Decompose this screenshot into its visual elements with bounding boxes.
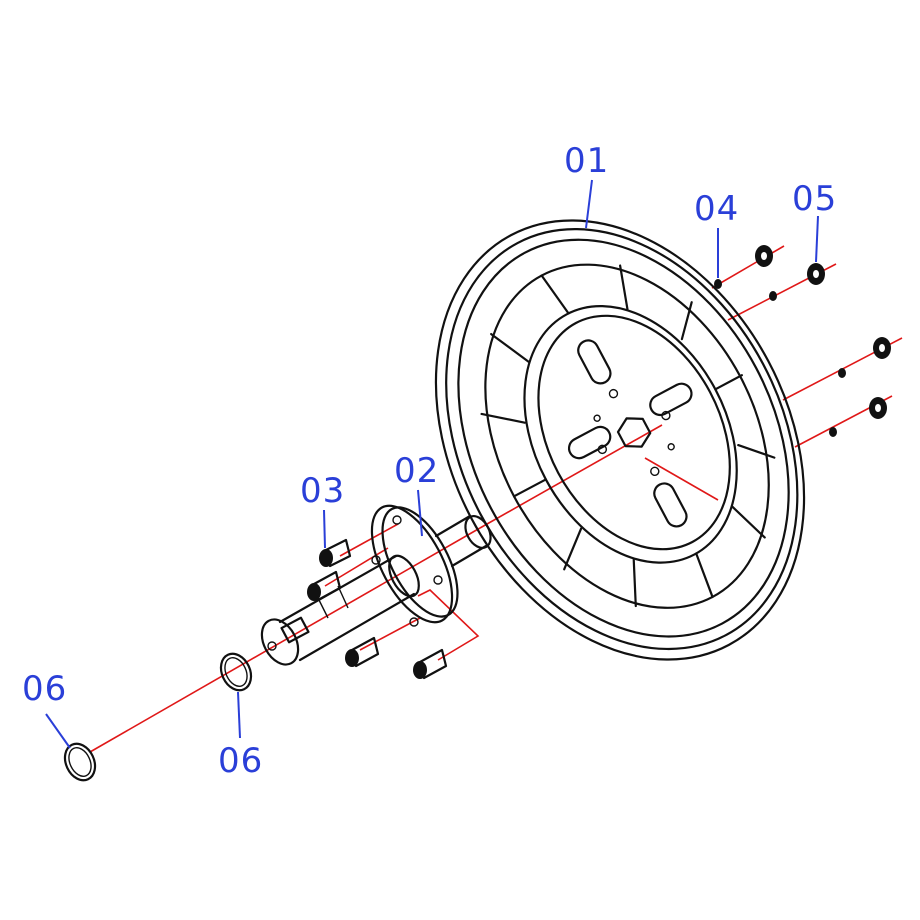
callout-05: 05 [792,179,837,219]
hub-axis-line [479,424,663,529]
wheel-spoke-ring [484,263,770,609]
callout-04: 04 [694,189,739,229]
shaft-stub-end [464,515,492,549]
cap-screw-1 [319,538,352,568]
screw-axis-4 [359,617,421,651]
callout-labels: 01 02 03 04 05 06 06 [22,141,837,781]
leader-01 [585,179,593,229]
shaft-part-02 [260,504,492,666]
leader-05 [815,215,819,263]
washer-2 [769,291,777,301]
shaft-collar [388,554,420,598]
callout-01: 01 [564,141,609,181]
flange-hole-3 [433,575,443,585]
leader-lines [45,179,819,749]
cap-screws-part-03 [307,538,448,680]
wheel-inner-rim [457,238,790,638]
shaft-end-flat [280,616,310,644]
cap-screw-2 [307,570,342,602]
nut-1 [755,245,773,267]
wheel-hub-disc [537,314,731,551]
nut-2 [807,263,825,285]
shaft-keyway [317,585,349,619]
shaft-stub [434,514,488,568]
wheel-spokes [480,264,776,608]
cap-screw-4 [413,648,448,680]
pulley-wheel-part-01 [434,219,806,661]
nut-4 [869,397,887,419]
wheel-outer-rim [434,219,806,661]
shaft-flange [370,504,454,624]
cap-screw-3 [345,636,380,668]
flange-hole-4 [409,617,419,627]
hub-mounting-holes [593,388,675,477]
callout-06-left: 06 [22,669,67,709]
callout-03: 03 [300,471,345,511]
bolt-axis-1 [711,245,785,289]
retaining-rings-part-06 [63,652,253,782]
washer-3 [838,368,846,378]
shaft-end-face [260,618,300,666]
retaining-ring-1 [219,652,253,692]
assembly-axis-lines [89,245,903,753]
hub-axis-tail [644,457,719,501]
leader-03 [323,509,326,549]
leader-02 [417,489,423,537]
flange-hole-1 [392,515,402,525]
leader-06-b [237,691,241,739]
wheel-rim-groove [445,228,799,651]
hub-slots [567,339,693,528]
screw-axis-3 [417,589,480,661]
washers-part-04 [714,279,846,437]
callout-06-bottom: 06 [218,741,263,781]
nut-3 [873,337,891,359]
washer-4 [829,427,837,437]
hex-center-hole [616,417,652,448]
shaft-flange-back [381,506,459,618]
retaining-ring-2 [63,742,97,782]
nuts-part-05 [755,245,891,419]
shaft-end-hole [267,641,277,651]
leader-06-a [45,713,71,749]
flange-hole-2 [371,555,381,565]
callout-02: 02 [394,451,439,491]
main-axis-line [89,527,481,753]
washer-1 [714,279,722,289]
screw-axis-2 [324,547,389,587]
